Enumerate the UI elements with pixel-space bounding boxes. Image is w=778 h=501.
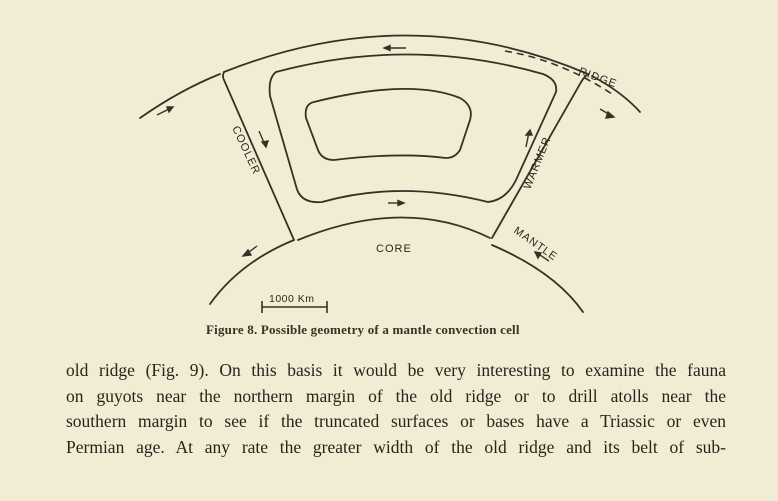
body-line: southern margin to see if the truncated … [66, 411, 726, 431]
ridge-label: RIDGE [577, 66, 619, 91]
body-line: old ridge (Fig. 9). On this basis it wou… [66, 360, 726, 380]
scale-bar [261, 301, 328, 313]
surface-arc-left [139, 73, 221, 119]
cooler-wall [222, 71, 295, 241]
surface-arc-top [223, 34, 589, 75]
core-arc-bottom [297, 216, 491, 241]
body-line: Permian age. At any rate the greater wid… [66, 436, 726, 457]
convection-diagram: RIDGE COOLER WARMER CORE MANTLE 1000 Km [139, 34, 641, 313]
figure-caption: Figure 8. Possible geometry of a mantle … [206, 322, 520, 337]
streamline-inner [304, 88, 472, 161]
cooler-label: COOLER [229, 124, 262, 177]
core-arc-left [209, 239, 295, 305]
convection-cell-figure: RIDGE COOLER WARMER CORE MANTLE 1000 Km [139, 34, 641, 313]
core-arc-right [491, 244, 584, 313]
streamline-middle [268, 53, 558, 204]
scale-bar-label: 1000 Km [269, 293, 315, 305]
warmer-wall [491, 73, 589, 239]
body-line: on guyots near the northern margin of th… [66, 385, 726, 406]
body-paragraph: old ridge (Fig. 9). On this basis it wou… [66, 358, 726, 460]
core-label: CORE [376, 243, 412, 255]
surface-arc-right [591, 75, 641, 113]
